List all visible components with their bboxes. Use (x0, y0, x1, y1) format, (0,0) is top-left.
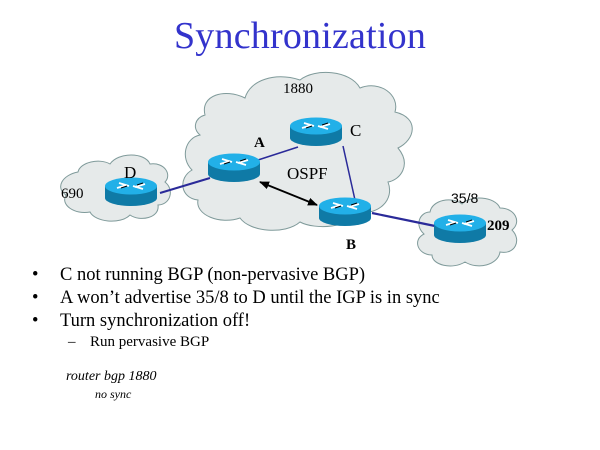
bullet-marker: • (32, 265, 39, 285)
as690-label: 690 (61, 186, 84, 202)
sub-bullet-item: –Run pervasive BGP (68, 334, 210, 350)
link-b-e (371, 211, 436, 228)
router-b-label: B (346, 237, 356, 253)
config-line-router-bgp: router bgp 1880 (66, 369, 157, 384)
as1880-label: 1880 (283, 81, 313, 97)
router-d-label: D (124, 163, 136, 182)
link-a-c (257, 146, 299, 161)
bullet-marker: • (32, 311, 39, 331)
router-icon[interactable] (318, 196, 372, 227)
config-line-no-sync: no sync (95, 387, 132, 401)
cloud-as1880 (182, 71, 413, 231)
router-a-label: A (254, 135, 265, 151)
router-icon[interactable] (289, 116, 343, 147)
router-c-label: C (350, 121, 361, 140)
prefix-label: 35/8 (451, 190, 478, 206)
bullet-marker: • (32, 288, 39, 308)
router-icon[interactable] (433, 213, 487, 244)
link-c-b (342, 145, 356, 201)
bullet-item: •A won’t advertise 35/8 to D until the I… (32, 288, 440, 308)
bullet-item: •C not running BGP (non-pervasive BGP) (32, 265, 366, 285)
router-icon[interactable] (207, 152, 261, 183)
ospf-label: OSPF (287, 164, 328, 183)
slide-title: Synchronization (173, 15, 427, 57)
as209-label: 209 (487, 218, 510, 234)
ibgp-arrow-a-b (259, 181, 318, 206)
sub-bullet-marker: – (68, 334, 76, 350)
bullet-item: •Turn synchronization off! (32, 311, 251, 331)
link-d-a (159, 177, 211, 194)
bullet-list: •C not running BGP (non-pervasive BGP) •… (28, 264, 440, 333)
